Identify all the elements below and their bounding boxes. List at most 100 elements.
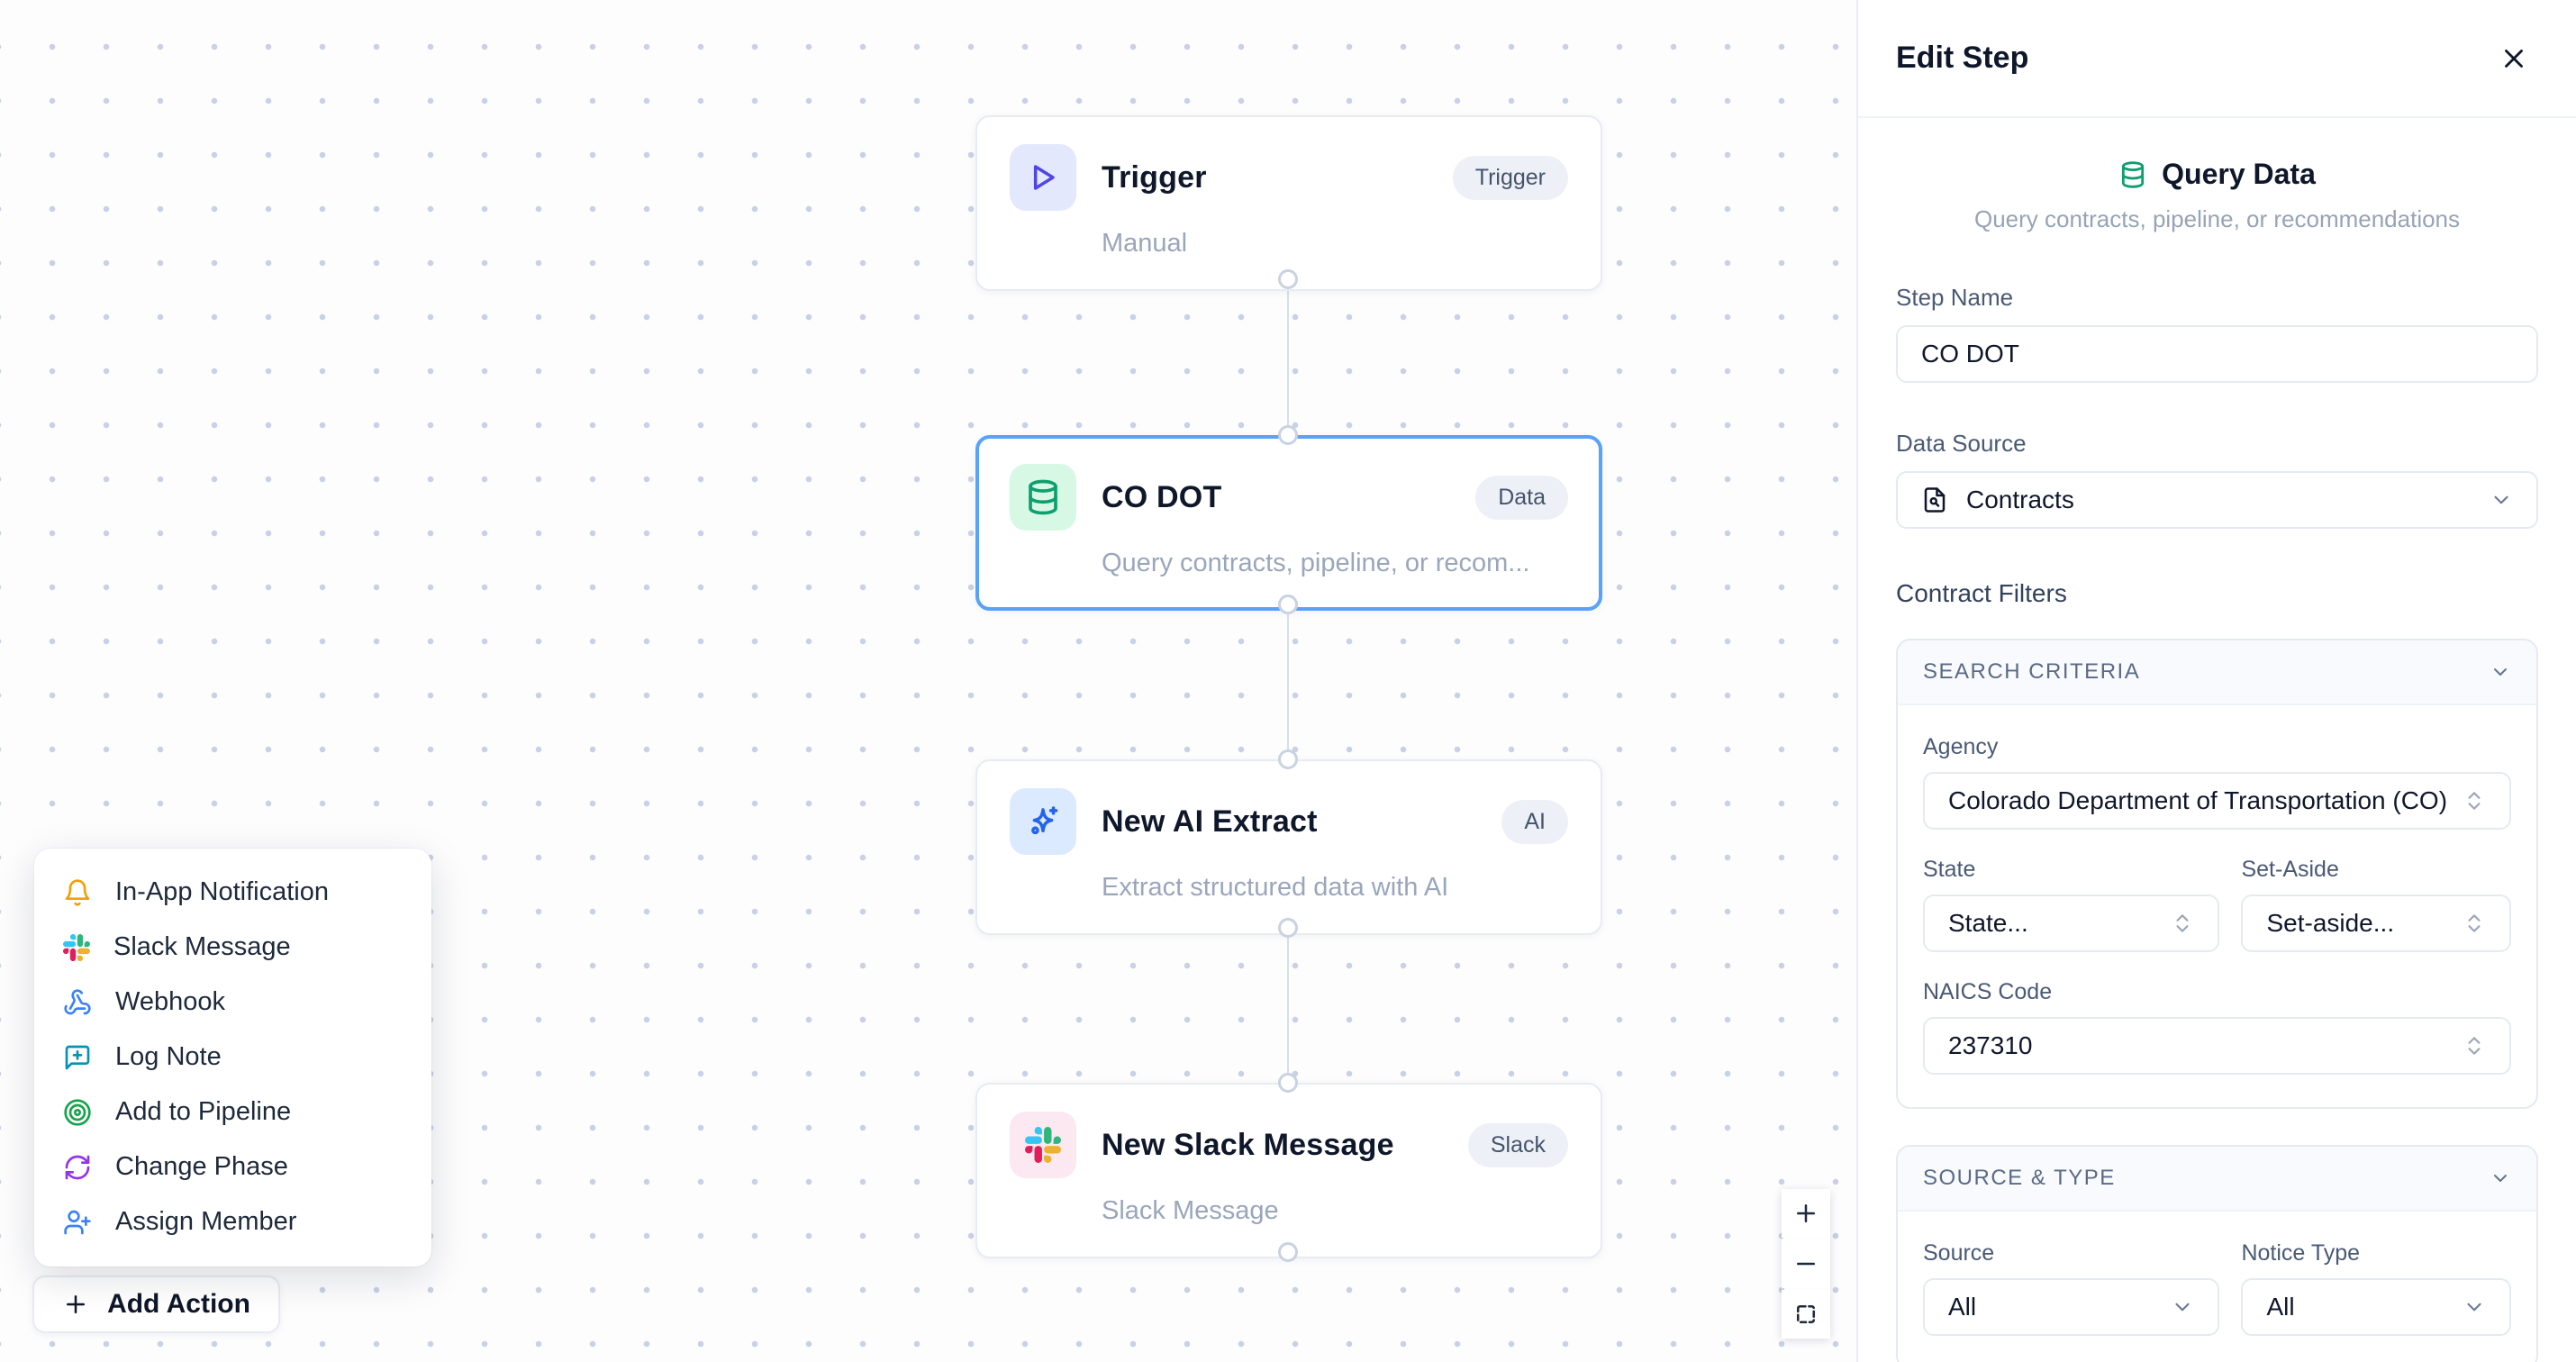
chevron-down-icon [2175,1303,2191,1312]
section-title: SEARCH CRITERIA [1923,659,2141,684]
minus-icon [1797,1262,1815,1266]
data-source-value: Contracts [1966,486,2074,513]
handle-ai-bottom[interactable] [1278,918,1298,938]
slack-icon [1010,1112,1076,1178]
step-name-label: Step Name [1896,284,2014,311]
node-subtitle: Manual [1102,229,1188,258]
menu-item-label: Log Note [115,1042,222,1071]
handle-slack-top[interactable] [1278,1073,1298,1093]
edge-data-ai [1287,603,1289,761]
source-type-header[interactable]: SOURCE & TYPE [1898,1147,2536,1212]
edit-step-body: Query Data Query contracts, pipeline, or… [1858,158,2576,1362]
naics-code-select[interactable]: 237310 [1923,1017,2511,1075]
plus-icon [1797,1204,1815,1222]
contract-filters-label: Contract Filters [1896,579,2067,607]
chevron-down-icon [2467,1303,2481,1312]
node-ai-extract[interactable]: New AI Extract AI Extract structured dat… [975,759,1602,935]
webhook-icon [64,988,91,1014]
node-type-badge: AI [1501,799,1568,844]
add-action-button[interactable]: Add Action [32,1276,280,1333]
step-type-subtitle: Query contracts, pipeline, or recommenda… [1973,205,2461,232]
menu-item-webhook[interactable]: Webhook [34,975,431,1030]
data-source-select[interactable]: Contracts [1896,471,2538,529]
source-type-body: Source All Notice Type All [1898,1212,2536,1362]
node-subtitle: Extract structured data with AI [1102,873,1449,902]
notice-type-label: Notice Type [2241,1240,2361,1266]
panel-title: Edit Step [1896,41,2029,75]
search-criteria-section: SEARCH CRITERIA Agency Colorado Departme… [1896,639,2538,1109]
source-type-section: SOURCE & TYPE Source All Notic [1896,1145,2538,1362]
user-plus-icon [64,1210,91,1234]
menu-item-label: In-App Notification [115,877,329,906]
source-label: Source [1923,1240,1995,1266]
menu-item-label: Assign Member [115,1207,297,1236]
node-title: New Slack Message [1102,1127,1394,1162]
close-icon [2505,49,2523,68]
handle-data-top[interactable] [1278,425,1298,445]
chevrons-up-down-icon [2468,914,2481,932]
plus-icon [67,1295,86,1313]
workflow-canvas[interactable]: Trigger Trigger Manual CO DOT Data Query… [0,0,1856,1362]
file-search-icon [1924,487,1946,513]
bell-icon [65,878,90,906]
close-panel-button[interactable] [2493,38,2535,79]
menu-item-in-app-notification[interactable]: In-App Notification [34,865,431,920]
handle-trigger-bottom[interactable] [1278,269,1298,289]
node-title: Trigger [1102,159,1207,195]
menu-item-label: Change Phase [115,1152,288,1181]
database-icon [2122,160,2145,188]
menu-item-label: Webhook [115,987,225,1016]
handle-data-bottom[interactable] [1278,595,1298,614]
menu-item-slack-message[interactable]: Slack Message [34,920,431,975]
edge-trigger-data [1287,279,1289,437]
menu-item-add-to-pipeline[interactable]: Add to Pipeline [34,1085,431,1140]
chevrons-up-down-icon [2468,1037,2481,1055]
note-plus-icon [65,1045,90,1069]
menu-item-assign-member[interactable]: Assign Member [34,1194,431,1249]
naics-code-value: 237310 [1948,1031,2033,1059]
node-subtitle: Query contracts, pipeline, or recom... [1102,549,1530,577]
set-aside-value: Set-aside... [2266,909,2395,937]
node-title: New AI Extract [1102,804,1318,839]
agency-value: Colorado Department of Transportation (C… [1948,786,2448,814]
set-aside-label: Set-Aside [2241,857,2339,882]
step-type-title: Query Data [2162,158,2316,190]
zoom-in-button[interactable] [1782,1189,1830,1238]
fit-view-button[interactable] [1782,1290,1830,1339]
menu-item-change-phase[interactable]: Change Phase [34,1140,431,1194]
data-source-label: Data Source [1896,430,2027,457]
node-subtitle: Slack Message [1102,1196,1279,1225]
notice-type-select[interactable]: All [2241,1278,2511,1336]
chevron-down-icon [2494,1175,2507,1182]
node-type-badge: Trigger [1452,155,1568,200]
handle-slack-bottom[interactable] [1278,1242,1298,1262]
canvas-zoom-controls [1782,1189,1830,1339]
handle-ai-top[interactable] [1278,749,1298,769]
search-criteria-body: Agency Colorado Department of Transporta… [1898,705,2536,1107]
chevrons-up-down-icon [2176,914,2189,932]
step-name-input[interactable] [1896,325,2538,383]
set-aside-select[interactable]: Set-aside... [2241,894,2511,952]
chevron-down-icon [2494,495,2508,504]
state-select[interactable]: State... [1923,894,2220,952]
chevron-down-icon [2494,668,2507,676]
menu-item-log-note[interactable]: Log Note [34,1030,431,1085]
source-select[interactable]: All [1923,1278,2220,1336]
slack-icon [63,933,90,961]
node-title: CO DOT [1102,479,1222,514]
agency-select[interactable]: Colorado Department of Transportation (C… [1923,772,2511,830]
naics-code-label: NAICS Code [1923,979,2053,1004]
node-slack-message[interactable]: New Slack Message Slack Slack Message [975,1083,1602,1258]
add-action-label: Add Action [107,1289,250,1319]
node-trigger[interactable]: Trigger Trigger Manual [975,115,1602,291]
zoom-out-button[interactable] [1782,1239,1830,1288]
fit-view-icon [1796,1304,1816,1324]
edit-step-panel: Edit Step Query Data Query contracts, pi… [1856,0,2576,1362]
add-action-menu: In-App Notification Slack Message Webhoo… [34,849,431,1267]
node-query-data[interactable]: CO DOT Data Query contracts, pipeline, o… [975,435,1602,611]
node-type-badge: Data [1475,475,1568,520]
sparkles-icon [1010,788,1076,855]
search-criteria-header[interactable]: SEARCH CRITERIA [1898,640,2536,705]
source-value: All [1948,1293,1977,1321]
